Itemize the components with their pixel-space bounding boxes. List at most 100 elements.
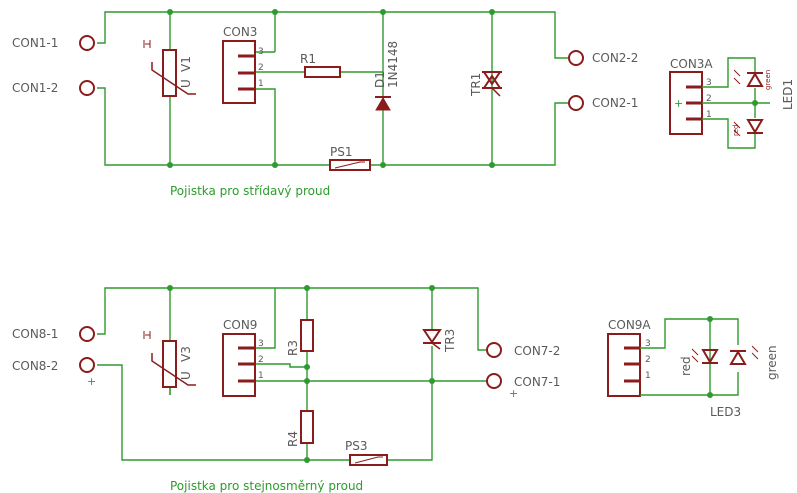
tr1-label: TR1: [469, 73, 483, 97]
junction: [167, 285, 173, 291]
con2-1-label: CON2-1: [592, 96, 638, 110]
top-rail-wire: [97, 11, 568, 59]
con8-2-terminal: [79, 357, 95, 373]
bottom-led-block: CON9A 3 2 1 red green LED3: [607, 316, 779, 419]
con9a-pin3-label: 3: [645, 339, 651, 349]
diode-d1: D1 1N4148: [373, 41, 400, 111]
con3-pin2-label: 2: [258, 63, 264, 73]
resistor-r4: [300, 410, 314, 444]
junction: [429, 285, 435, 291]
resistor-r3: [300, 319, 314, 352]
con1-1-label: CON1-1: [12, 36, 58, 50]
con9a-pin2-label: 2: [645, 355, 651, 365]
junction: [272, 9, 278, 15]
led-green-icon: [746, 72, 764, 87]
junction: [167, 9, 173, 15]
ps3-label: PS3: [345, 439, 368, 453]
con8-1-label: CON8-1: [12, 327, 58, 341]
con3a-label: CON3A: [670, 57, 713, 71]
led-red-icon: [746, 119, 764, 134]
junction: [380, 162, 386, 168]
junction: [304, 364, 310, 370]
header-con9: CON9 3 2 1: [222, 318, 264, 397]
led1-label: LED1: [781, 79, 795, 110]
con3-pin1-wire: [255, 88, 276, 165]
led3-label: LED3: [710, 405, 741, 419]
con9-pin2-wire: [255, 363, 307, 368]
junction: [167, 162, 173, 168]
con2-2-label: CON2-2: [592, 51, 638, 65]
r1-label: R1: [300, 52, 316, 66]
con3a-pin1-label: 1: [706, 110, 712, 120]
con1-2-label: CON1-2: [12, 81, 58, 95]
con7-1-terminal: [486, 373, 502, 389]
junction: [304, 285, 310, 291]
led1-green-label: green: [764, 70, 772, 90]
con3-label: CON3: [223, 25, 257, 39]
con1-2-terminal: [79, 80, 95, 96]
junction: [707, 316, 713, 322]
thyristor-tr3: TR3: [422, 329, 457, 353]
con2-2-terminal: [568, 50, 584, 66]
r4-label: R4: [286, 431, 300, 447]
led1-red-label: red: [732, 125, 740, 136]
con7-2-label: CON7-2: [514, 344, 560, 358]
con8-1-terminal: [79, 326, 95, 342]
con3-pin1-label: 1: [258, 79, 264, 89]
tr3-label: TR3: [443, 329, 457, 353]
ps1-label: PS1: [330, 145, 353, 159]
con3-pin3-label: 3: [258, 47, 264, 57]
top-led-block: CON3A 3 2 1 + green red LED1: [669, 57, 795, 149]
led1-wire-top: [702, 57, 756, 88]
junction: [489, 162, 495, 168]
led3-red-label: red: [679, 356, 693, 376]
con9-label: CON9: [223, 318, 257, 332]
bottom-return-wire: [97, 364, 433, 461]
polyfuse-ps3: [349, 454, 388, 466]
junction: [707, 392, 713, 398]
v1-label: V1: [179, 56, 193, 72]
con9-pin3-label: 3: [258, 339, 264, 349]
d1-label: D1: [373, 71, 387, 88]
v3-u-label: U: [179, 371, 193, 380]
junction: [752, 100, 758, 106]
con3a-pin3-label: 3: [706, 78, 712, 88]
junction: [429, 378, 435, 384]
junction: [304, 378, 310, 384]
led3-green-label: green: [765, 345, 779, 380]
con2-1-terminal: [568, 95, 584, 111]
con8-plus: +: [87, 375, 96, 388]
led1-wire-bot: [702, 118, 756, 149]
bottom-circuit: CON8-1 CON8-2 + CON7-2 CON7-1 + U V3 CON…: [12, 285, 560, 493]
v1-u-label: U: [179, 79, 193, 88]
led3-wire-top: [640, 318, 739, 349]
con7-2-terminal: [486, 342, 502, 358]
con3a-pin2-label: 2: [706, 94, 712, 104]
d1-part-label: 1N4148: [386, 41, 400, 88]
junction: [272, 162, 278, 168]
v3-label: V3: [179, 346, 193, 362]
con9a-pin1-label: 1: [645, 371, 651, 381]
resistor-r1: [304, 66, 341, 78]
ac-fuse-note: Pojistka pro střídavý proud: [170, 184, 330, 198]
led-red-icon: [701, 349, 719, 364]
led-green-icon: [729, 350, 747, 365]
junction: [380, 9, 386, 15]
dc-fuse-note: Pojistka pro stejnosměrný proud: [170, 479, 363, 493]
led3-wire-bot: [640, 372, 739, 396]
con9-pin2-label: 2: [258, 355, 264, 365]
varistor-v1: U V1: [143, 40, 196, 97]
header-con3: CON3 3 2 1: [222, 25, 264, 104]
triac-tr1: TR1: [469, 71, 502, 97]
con9-pin3-wire: [255, 288, 276, 349]
top-circuit: CON1-1 CON1-2 CON2-2 CON2-1 U V1 CON3 3 …: [12, 9, 638, 198]
con7-plus: +: [509, 387, 518, 400]
con7-1-label: CON7-1: [514, 375, 560, 389]
bottom-top-rail-wire: [97, 287, 486, 351]
con3a-plus: +: [674, 97, 683, 110]
con9-pin1-label: 1: [258, 371, 264, 381]
r3-label: R3: [286, 340, 300, 356]
con8-2-label: CON8-2: [12, 359, 58, 373]
